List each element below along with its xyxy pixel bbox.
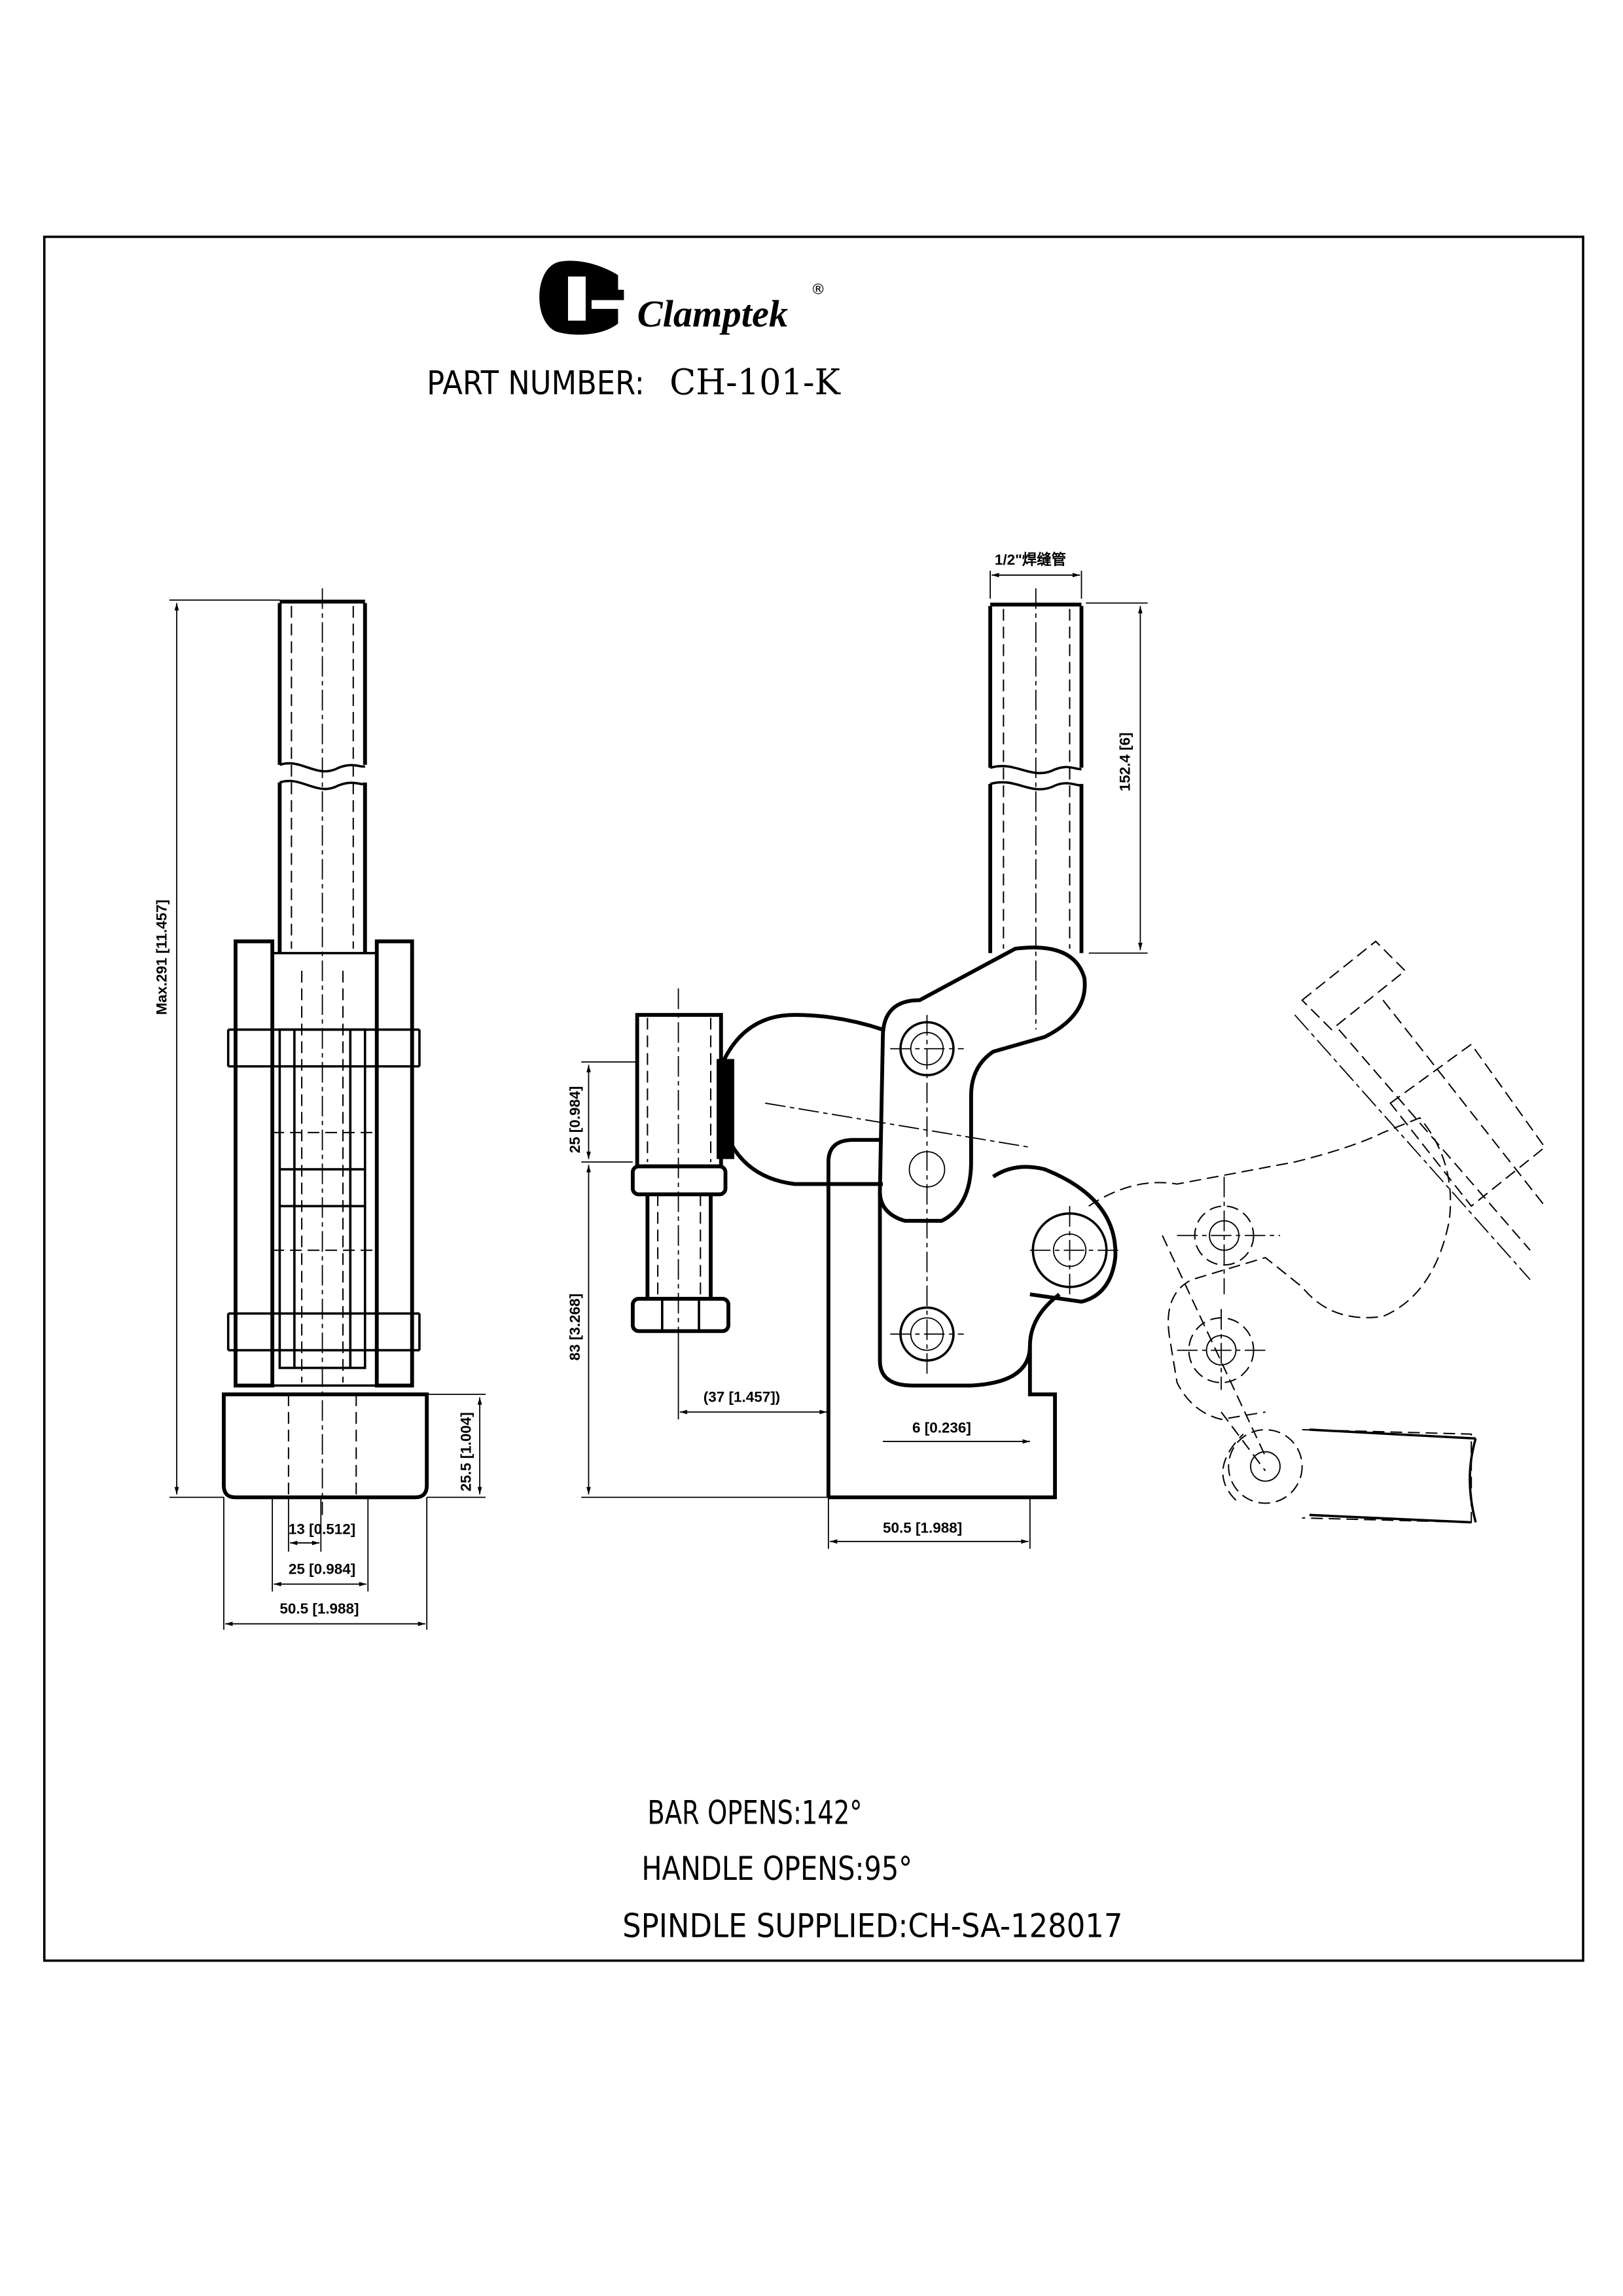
- dim-base-height: 25.5 [1.004]: [458, 1412, 474, 1491]
- dim-pivot-height: 83 [3.268]: [567, 1294, 583, 1360]
- dim-overall-height: Max.291 [11.457]: [153, 900, 169, 1015]
- front-view: [222, 588, 429, 1515]
- drawing-border: [43, 236, 1584, 1962]
- handle-opens-spec: HANDLE OPENS:95°: [641, 1850, 912, 1888]
- dim-spindle-height: 25 [0.984]: [567, 1086, 583, 1153]
- part-number-label: PART NUMBER:: [427, 364, 645, 402]
- dim-plate-thickness: 6 [0.236]: [912, 1419, 971, 1436]
- dim-base-width: 50.5 [1.988]: [279, 1600, 359, 1617]
- part-number-value: CH-101-K: [669, 361, 841, 402]
- dim-slot-width: 13 [0.512]: [289, 1521, 355, 1538]
- dim-spindle-offset: (37 [1.457]): [704, 1388, 780, 1405]
- side-view-dimensions: 1/2"焊缝管 152.4 [6] 25 [0.984] 83 [3.268] …: [567, 551, 1148, 1549]
- dim-inner-width: 25 [0.984]: [289, 1561, 355, 1577]
- registered-mark: ®: [811, 281, 825, 298]
- brand-name: Clamptek: [637, 292, 789, 335]
- side-view: [630, 588, 1546, 1524]
- dim-side-base-width: 50.5 [1.988]: [883, 1519, 962, 1536]
- clamptek-logo: Clamptek ®: [539, 260, 825, 335]
- dim-tube-length: 152.4 [6]: [1117, 732, 1133, 791]
- front-view-dimensions: Max.291 [11.457] 25.5 [1.004] 13 [0.512]…: [153, 599, 486, 1630]
- open-position-phantom: [1088, 940, 1546, 1524]
- bar-opens-spec: BAR OPENS:142°: [647, 1793, 862, 1831]
- dim-tube-spec: 1/2"焊缝管: [995, 551, 1066, 568]
- spindle-supplied-spec: SPINDLE SUPPLIED:CH-SA-128017: [622, 1907, 1122, 1945]
